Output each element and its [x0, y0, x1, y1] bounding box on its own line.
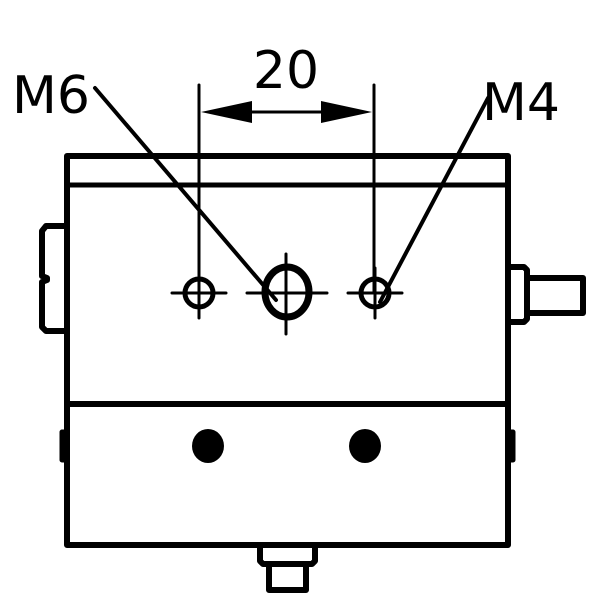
dimension-label: 20	[253, 41, 319, 101]
arrowhead-right	[321, 101, 372, 123]
left-side-nub	[59, 429, 70, 463]
housing-body	[64, 153, 511, 548]
left-tab	[39, 223, 70, 334]
m4-leader	[378, 96, 490, 304]
mounting-dot-left	[192, 429, 224, 463]
bottom-shaft-rect	[266, 564, 309, 593]
arrowhead-left	[201, 101, 252, 123]
right-shaft	[524, 275, 586, 316]
callout-m4: M4	[482, 73, 560, 133]
right-side-nub	[505, 429, 516, 463]
bottom-boss	[257, 542, 318, 567]
mounting-dot-right	[349, 429, 381, 463]
callout-m6: M6	[12, 66, 90, 126]
m6-leader	[93, 86, 278, 302]
